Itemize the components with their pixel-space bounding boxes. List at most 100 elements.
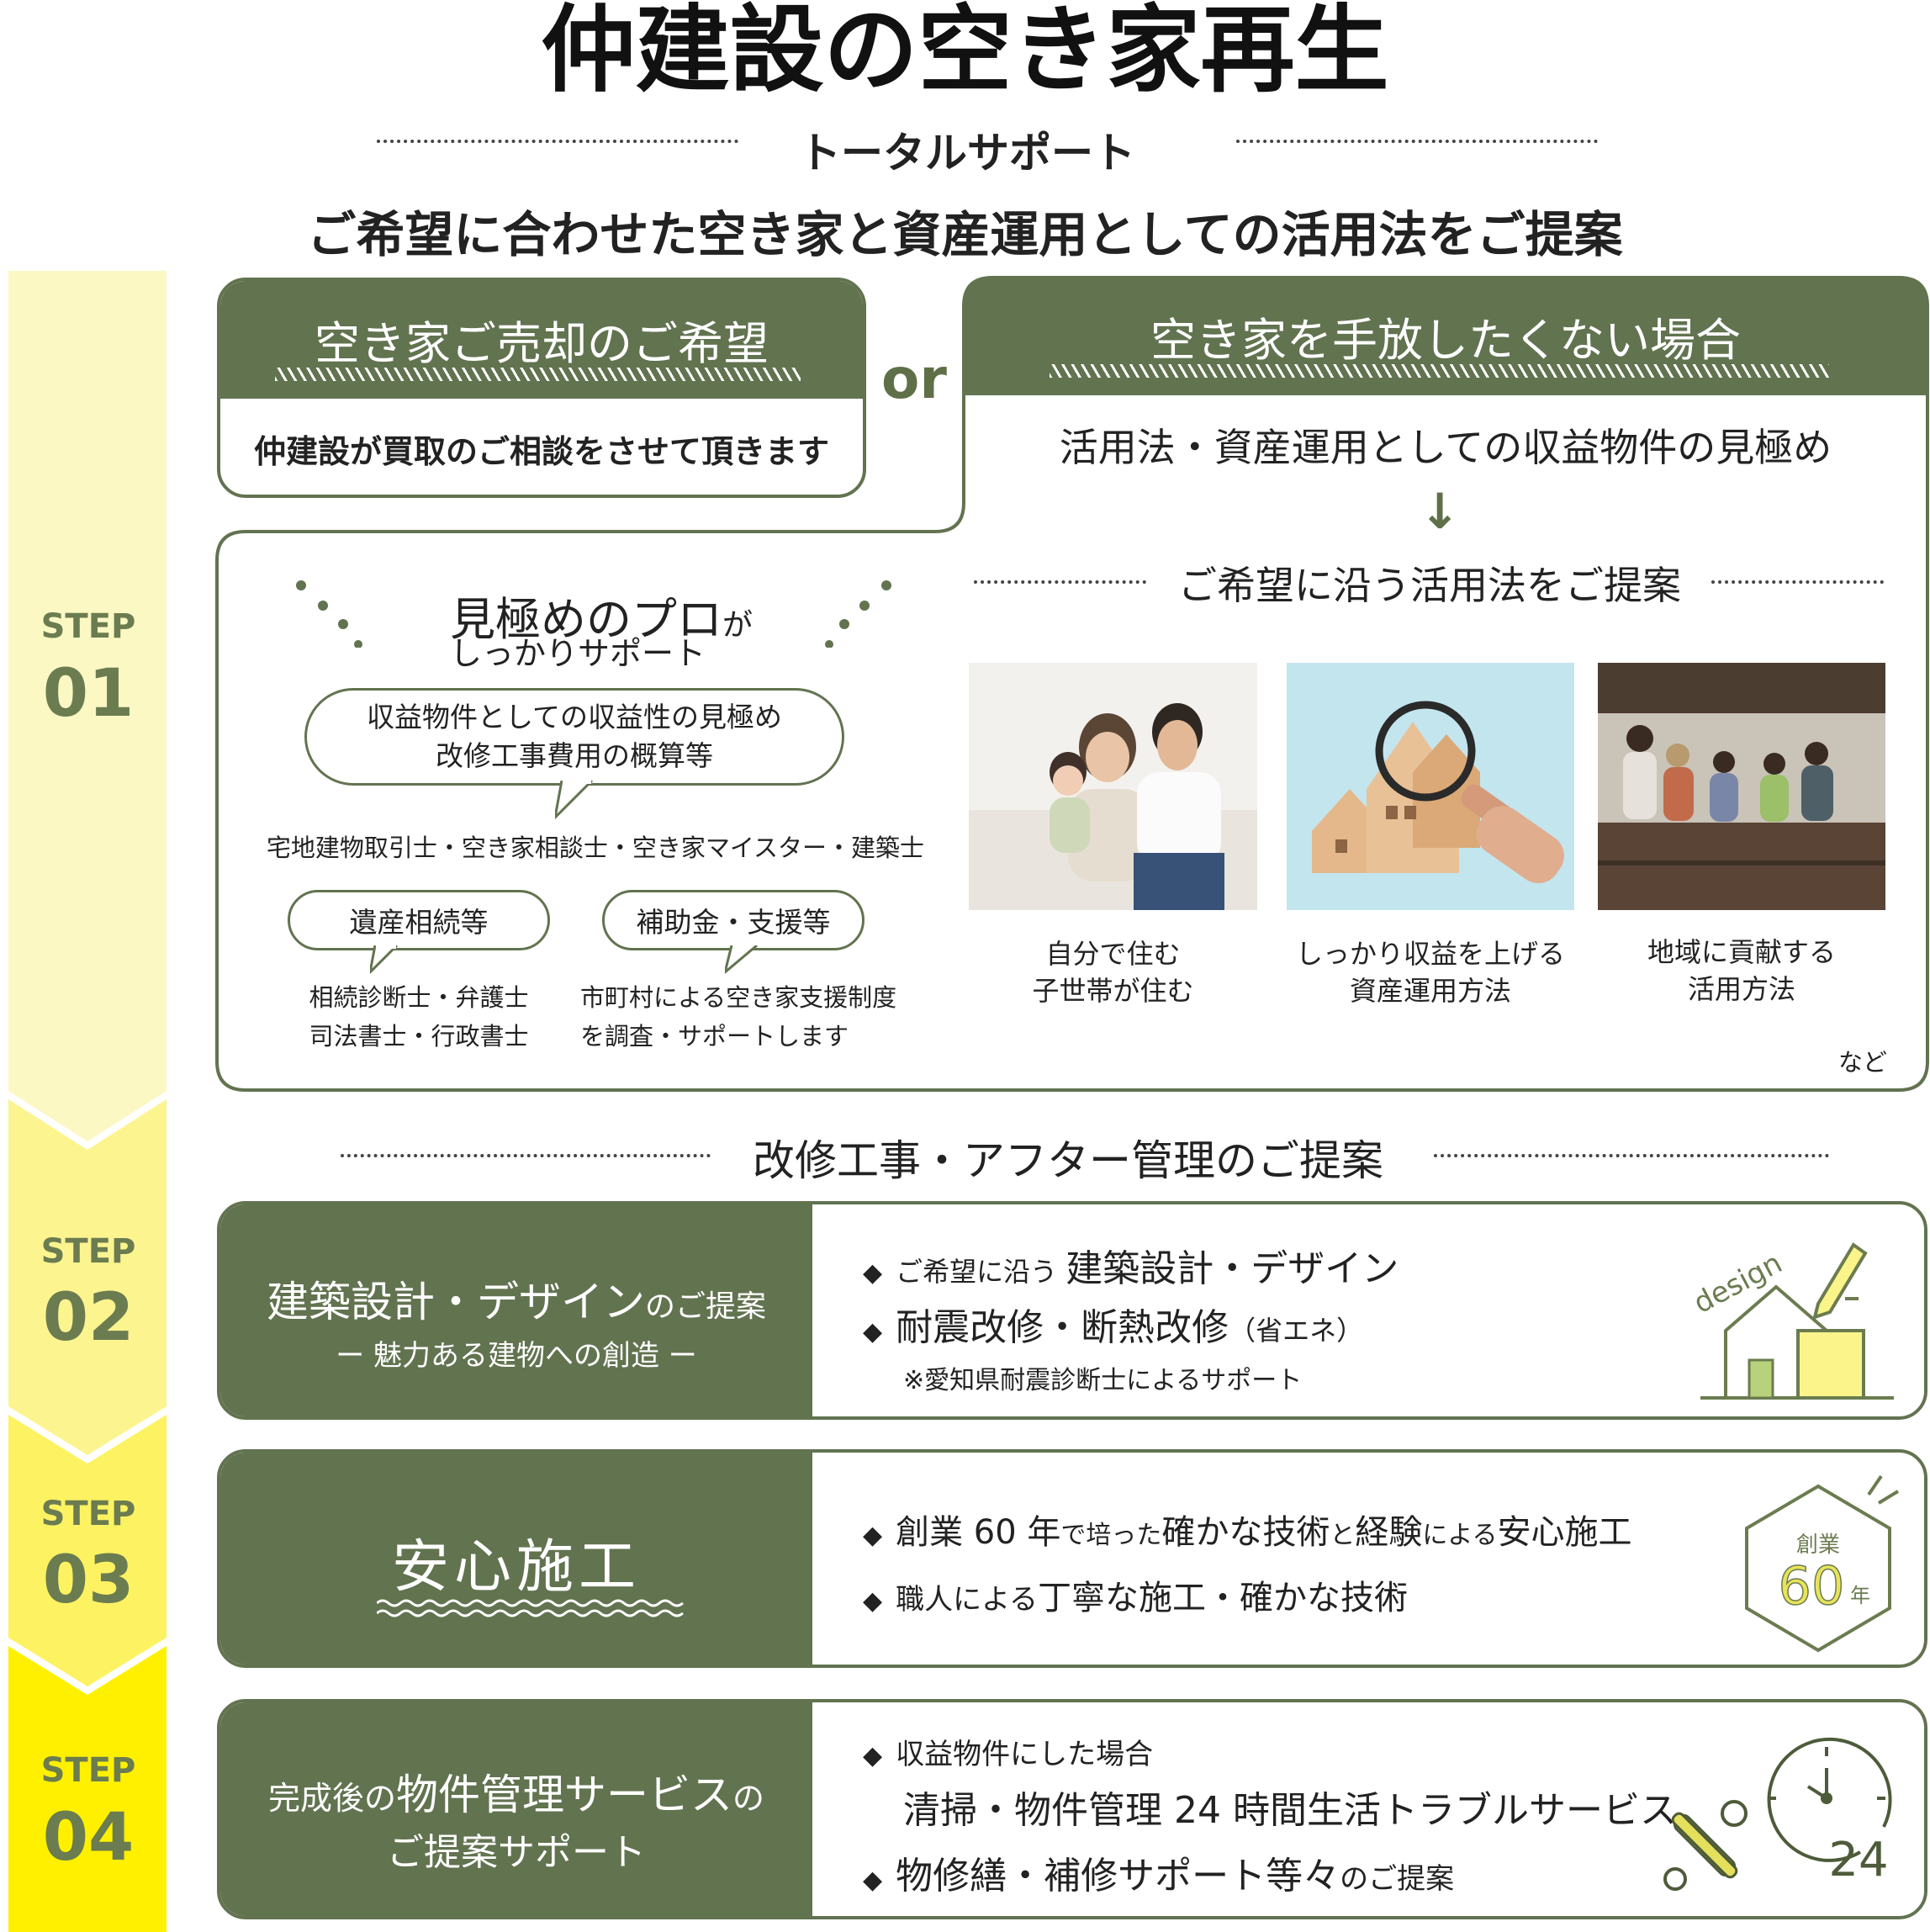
photo-community bbox=[1598, 663, 1885, 910]
step-04-label: STEP bbox=[40, 1751, 136, 1790]
keep-card-body: 活用法・資産運用としての収益物件の見極め bbox=[1059, 425, 1832, 470]
step4-item2: 物修繕・補修サポート等々のご提案 bbox=[863, 1845, 1454, 1899]
bubble-inheritance: 遺産相続等 bbox=[288, 890, 550, 950]
keep-card-title: 空き家を手放したくない場合 bbox=[1150, 314, 1741, 367]
step3-item1-c: 確かな技術 bbox=[1161, 1513, 1330, 1552]
photo-investment-caption-line1: しっかり収益を上げる bbox=[1295, 938, 1565, 970]
subtitle: トータルサポート bbox=[799, 129, 1135, 177]
step4-left-panel: 完成後の物件管理サービスの ご提案サポート bbox=[220, 1702, 812, 1916]
section-heading: 改修工事・アフター管理のご提案 bbox=[753, 1136, 1383, 1185]
sell-card-body: 仲建設が買取のご相談をさせて頂きます bbox=[253, 433, 829, 470]
step-band-01 bbox=[8, 271, 167, 1141]
step3-item1-d: と bbox=[1330, 1521, 1356, 1550]
step3-item1-a: 創業 60 年 bbox=[896, 1513, 1061, 1552]
bubble-valuation: 収益物件としての収益性の見極め 改修工事費用の概算等 bbox=[304, 688, 844, 786]
bubble-inheritance-tail bbox=[370, 945, 399, 975]
etc-label: など bbox=[1838, 1048, 1888, 1077]
subtitle-dots-left bbox=[377, 140, 738, 143]
badge-unit-text: 年 bbox=[1850, 1584, 1870, 1607]
pro-headline-main: 見極めのプロ bbox=[450, 593, 722, 646]
step2-left-main-suffix: のご提案 bbox=[644, 1289, 766, 1324]
photo-community-caption: 地域に貢献する 活用方法 bbox=[1598, 934, 1885, 1008]
step-band bbox=[8, 271, 167, 1932]
experts-subsidy-line2: を調査・サポートします bbox=[580, 1022, 849, 1051]
step4-left-line1-c: の bbox=[732, 1780, 765, 1817]
step4-left-line1-b: 物件管理サービス bbox=[396, 1771, 732, 1819]
step4-item1-a-text: 収益物件にした場合 bbox=[896, 1738, 1154, 1771]
photo-family-caption: 自分で住む 子世帯が住む bbox=[969, 935, 1257, 1009]
step3-item1-e: 経験 bbox=[1355, 1513, 1423, 1552]
photo-house-magnifier bbox=[1287, 663, 1574, 910]
step-04-number: 04 bbox=[42, 1800, 135, 1876]
step3-item1: 創業 60 年で培った確かな技術と経験による安心施工 bbox=[863, 1505, 1632, 1554]
step2-left-main-text: 建築設計・デザイン bbox=[266, 1278, 645, 1326]
proposal-dots-right bbox=[1711, 580, 1884, 584]
diamond-bullet-icon bbox=[863, 1256, 896, 1288]
sparkle-right-icon bbox=[824, 580, 891, 651]
experts-subsidy: 市町村による空き家支援制度 を調査・サポートします bbox=[580, 978, 933, 1056]
photo-community-caption-line1: 地域に貢献する bbox=[1647, 936, 1836, 968]
step4-left-line1-a: 完成後の bbox=[267, 1780, 396, 1817]
bubble-valuation-tail bbox=[555, 781, 594, 820]
proposal-dots-left bbox=[974, 580, 1146, 584]
step4-item1-a: 収益物件にした場合 bbox=[863, 1731, 1153, 1772]
step-01-number: 01 bbox=[42, 656, 135, 732]
or-label: or bbox=[881, 347, 947, 411]
diamond-bullet-icon bbox=[863, 1513, 896, 1552]
step2-left-sub: ー 魅力ある建物への創造 ー bbox=[336, 1339, 697, 1373]
pro-sub: しっかりサポート bbox=[450, 635, 706, 672]
clock-number-text: 24 bbox=[1828, 1833, 1888, 1887]
sell-card: 空き家ご売却のご希望 仲建設が買取のご相談をさせて頂きます bbox=[217, 278, 866, 498]
step4-left-line1: 完成後の物件管理サービスの bbox=[220, 1761, 812, 1822]
sell-card-hatch bbox=[275, 368, 801, 381]
diamond-bullet-icon bbox=[863, 1579, 896, 1617]
section-dots-left bbox=[341, 1154, 711, 1157]
diamond-bullet-icon bbox=[863, 1306, 896, 1349]
step2-note: ※愛知県耐震診断士によるサポート bbox=[903, 1366, 1303, 1395]
step-01-label: STEP bbox=[40, 607, 136, 646]
step-band-02 bbox=[8, 1099, 167, 1455]
bubble-subsidy-tail bbox=[725, 945, 758, 974]
step-03-label: STEP bbox=[40, 1495, 136, 1533]
photo-family bbox=[969, 663, 1257, 910]
photo-family-caption-line1: 自分で住む bbox=[1045, 938, 1181, 970]
photo-family-caption-line2: 子世帯が住む bbox=[1032, 975, 1194, 1007]
step3-item1-b: で培った bbox=[1060, 1521, 1162, 1550]
step2-item1: ご希望に沿う 建築設計・デザイン bbox=[863, 1238, 1399, 1292]
badge-number-text: 60 bbox=[1779, 1555, 1845, 1617]
sell-card-title: 空き家ご売却のご希望 bbox=[315, 317, 769, 370]
subtitle-dots-right bbox=[1236, 140, 1598, 143]
design-icon-text: design bbox=[1688, 1247, 1787, 1321]
bubble-valuation-line2: 改修工事費用の概算等 bbox=[436, 739, 713, 772]
step-02-number: 02 bbox=[42, 1280, 135, 1356]
step-band-04 bbox=[8, 1646, 167, 1932]
step2-item2-main: 耐震改修・断熱改修 bbox=[896, 1306, 1229, 1349]
step3-left-main: 安心施工 bbox=[391, 1534, 641, 1601]
step2-item2: 耐震改修・断熱改修（省エネ） bbox=[863, 1297, 1363, 1351]
step4-item1-b: 清掃・物件管理 24 時間生活トラブルサービス bbox=[903, 1789, 1677, 1832]
page-title: 仲建設の空き家再生 bbox=[541, 0, 1389, 105]
step-band-03 bbox=[8, 1415, 167, 1686]
proposal-heading: ご希望に沿う活用法をご提案 bbox=[1178, 563, 1681, 608]
sell-card-header: 空き家ご売却のご希望 bbox=[220, 281, 863, 399]
step3-item2-b: 丁寧な施工・確かな技術 bbox=[1038, 1579, 1409, 1617]
bubble-valuation-line1: 収益物件としての収益性の見極め bbox=[366, 701, 782, 733]
step2-item1-pre: ご希望に沿う bbox=[896, 1256, 1058, 1288]
clock-24-icon: 24 bbox=[1759, 1726, 1902, 1898]
experts-inheritance: 相続診断士・弁護士 司法書士・行政書士 bbox=[278, 978, 560, 1056]
experts-valuation: 宅地建物取引士・空き家相談士・空き家マイスター・建築士 bbox=[266, 834, 925, 862]
pro-headline: 見極めのプロが bbox=[450, 582, 753, 648]
tools-icon bbox=[1658, 1795, 1751, 1899]
down-arrow-icon: ↓ bbox=[1419, 483, 1461, 540]
step-02-label: STEP bbox=[40, 1232, 136, 1271]
experts-subsidy-line1: 市町村による空き家支援制度 bbox=[580, 983, 897, 1012]
experts-inheritance-line1: 相続診断士・弁護士 bbox=[309, 983, 529, 1012]
badge-top-text: 創業 bbox=[1796, 1532, 1840, 1558]
step2-card: 建築設計・デザインのご提案 ー 魅力ある建物への創造 ー ご希望に沿う 建築設計… bbox=[217, 1201, 1927, 1420]
section-dots-right bbox=[1434, 1154, 1829, 1157]
step2-item1-main: 建築設計・デザイン bbox=[1065, 1247, 1399, 1290]
step4-card: 完成後の物件管理サービスの ご提案サポート 収益物件にした場合 清掃・物件管理 … bbox=[217, 1699, 1927, 1919]
step2-item2-suffix: （省エネ） bbox=[1229, 1315, 1364, 1347]
founded-60-badge-icon: 創業 60 年 bbox=[1734, 1461, 1911, 1658]
step4-item2-b: のご提案 bbox=[1340, 1862, 1455, 1896]
